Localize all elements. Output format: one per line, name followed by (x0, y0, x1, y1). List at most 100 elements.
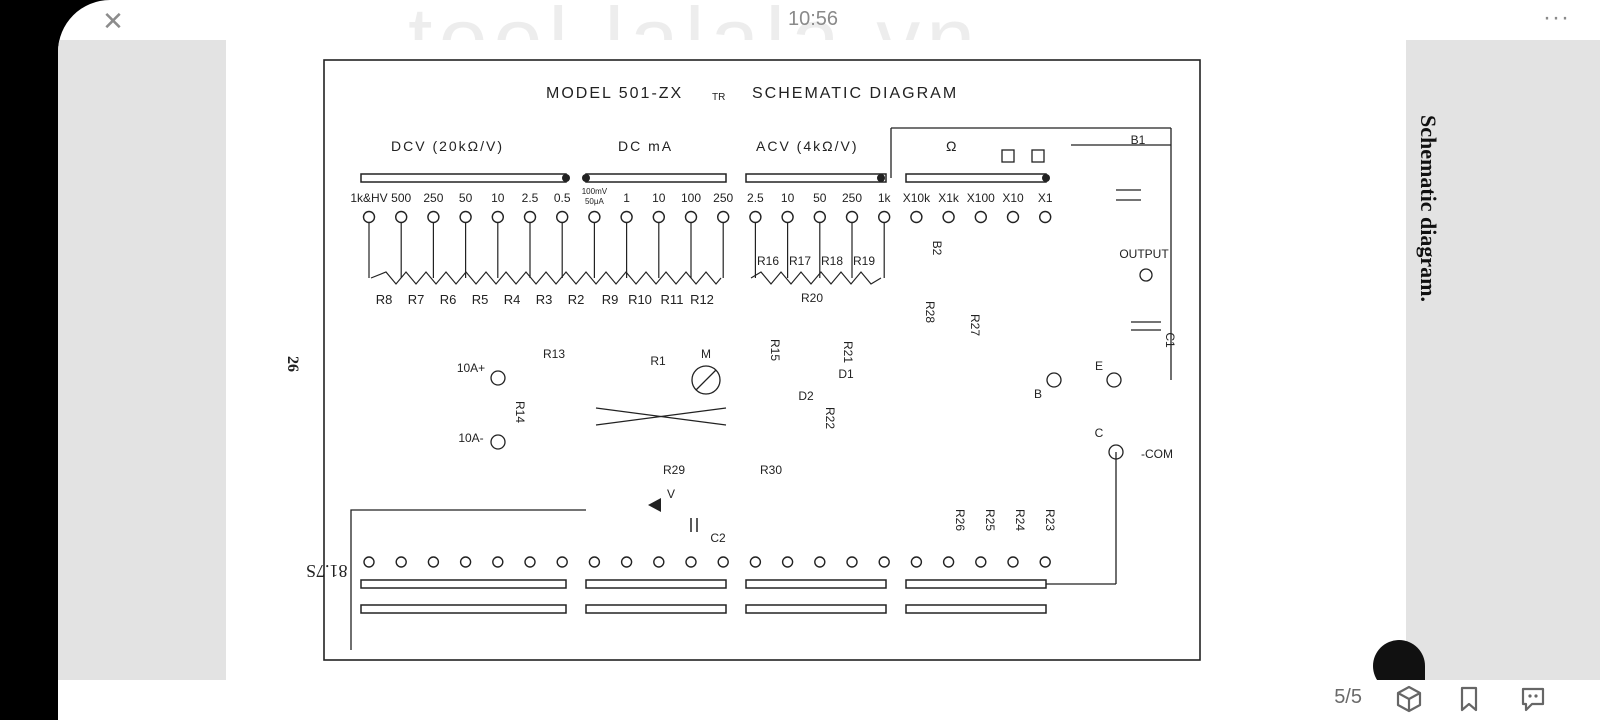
range-label: 10 (491, 191, 505, 205)
component-label: D1 (838, 367, 854, 381)
component-label: R13 (543, 347, 565, 361)
terminal (846, 556, 858, 568)
component-label: R21 (841, 341, 855, 363)
resistor-label: R12 (690, 292, 714, 307)
terminal (1006, 210, 1020, 224)
bottom-bar: 5/5 (58, 680, 1600, 720)
component-label: R24 (1013, 509, 1027, 531)
bookmark-icon[interactable] (1454, 684, 1484, 714)
resistor-label: R16 (757, 254, 779, 268)
resistor-label: R3 (536, 292, 553, 307)
resistor-label: R8 (376, 292, 393, 307)
resistor-label: R7 (408, 292, 425, 307)
range-label: 1k (878, 191, 892, 205)
close-icon[interactable]: ✕ (102, 6, 124, 36)
terminal (620, 556, 633, 568)
terminal (524, 556, 536, 568)
component-label: R30 (760, 463, 782, 477)
range-label: 100mV (582, 187, 608, 196)
component-label: R25 (983, 509, 997, 531)
range-label: X10k (903, 191, 931, 205)
section-dcma: DC mA (618, 138, 673, 154)
range-label: 100 (681, 191, 701, 205)
cube-icon[interactable] (1394, 684, 1424, 714)
range-label: 50 (813, 191, 827, 205)
document-viewer[interactable]: 26 81.7S MODEL 501-ZX TR SCHEMATIC DIAGR… (58, 40, 1600, 680)
component-label: C1 (1163, 332, 1177, 348)
top-bar: ✕ tool.lalala.vn 10:56 ··· (58, 0, 1600, 88)
schematic-diagram: MODEL 501-ZX TR SCHEMATIC DIAGRAM DCV (2… (323, 59, 1201, 661)
section-ohm: Ω (946, 138, 956, 154)
range-label: 250 (423, 191, 443, 205)
range-label: 50μA (585, 197, 605, 206)
terminal (362, 210, 376, 224)
terminal (878, 556, 890, 568)
terminal (395, 556, 407, 568)
terminal (910, 210, 923, 224)
resistor-label: R5 (472, 292, 489, 307)
terminal (1007, 556, 1019, 568)
resistor-label: R9 (602, 292, 619, 307)
terminal (620, 210, 633, 224)
component-label: B (1034, 387, 1042, 401)
more-icon[interactable]: ··· (1543, 4, 1570, 31)
range-label: 50 (459, 191, 473, 205)
resistor-label: R10 (628, 292, 652, 307)
component-label: 10A- (458, 431, 483, 445)
terminal (974, 210, 987, 224)
component-label: R26 (953, 509, 967, 531)
diagram-title-rest: SCHEMATIC DIAGRAM (752, 85, 958, 102)
resistor-label: R17 (789, 254, 811, 268)
component-label: R28 (923, 301, 937, 323)
resistor-label: R6 (440, 292, 457, 307)
terminal (878, 210, 891, 224)
terminal (942, 210, 955, 224)
terminal (492, 556, 504, 568)
range-label: 250 (713, 191, 733, 205)
comment-icon[interactable] (1518, 684, 1548, 714)
resistor-label: R19 (853, 254, 875, 268)
range-label: 1 (623, 191, 630, 205)
range-label: 0.5 (554, 191, 571, 205)
component-label: R15 (768, 339, 782, 361)
resistor-label: R2 (568, 292, 585, 307)
terminal (427, 210, 440, 224)
range-label: X10 (1002, 191, 1024, 205)
terminal (459, 556, 472, 568)
range-label: 2.5 (747, 191, 764, 205)
reader-screen: ✕ tool.lalala.vn 10:56 ··· 26 81.7S MODE… (58, 0, 1600, 720)
component-label: D2 (798, 389, 814, 403)
side-title: Schematic diagram. (1416, 115, 1441, 302)
terminal (394, 210, 408, 224)
terminal (942, 556, 955, 568)
diagram-title-sub: TR (712, 92, 725, 103)
terminal (685, 556, 697, 568)
terminal (684, 210, 698, 224)
range-label: 10 (652, 191, 666, 205)
component-label: R29 (663, 463, 685, 477)
resistor-label: R18 (821, 254, 843, 268)
component-label: B1 (1131, 133, 1146, 147)
terminal (749, 210, 762, 224)
terminal (717, 210, 730, 224)
terminal (1039, 210, 1052, 224)
terminal (556, 556, 568, 568)
component-label: M (701, 347, 711, 361)
diagram-title: MODEL 501-ZX (546, 85, 683, 102)
terminal (910, 556, 923, 568)
terminal (717, 556, 729, 568)
component-label: R23 (1043, 509, 1057, 531)
component-label: B2 (930, 241, 944, 256)
terminal (588, 556, 601, 568)
terminal (652, 210, 665, 224)
component-label: C2 (710, 531, 726, 545)
section-dcv: DCV (20kΩ/V) (391, 138, 504, 154)
component-label: C (1095, 426, 1104, 440)
section-acv: ACV (4kΩ/V) (756, 138, 858, 154)
document-page: 26 81.7S MODEL 501-ZX TR SCHEMATIC DIAGR… (226, 40, 1441, 680)
terminal (749, 556, 762, 568)
component-label: V (667, 487, 675, 501)
component-label: 10A+ (457, 361, 485, 375)
terminal (459, 210, 472, 224)
range-label: 500 (391, 191, 411, 205)
